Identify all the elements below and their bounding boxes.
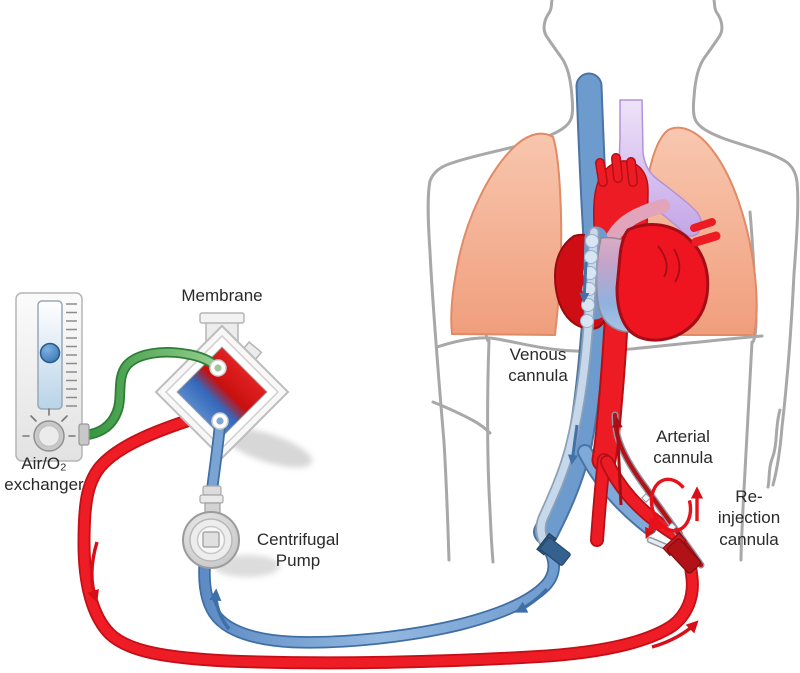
venous-flow-arrow-upper (579, 261, 590, 304)
heart (553, 218, 721, 342)
blue-flow-arrow-to-pump (209, 588, 231, 631)
red-tube-fill (79, 413, 698, 668)
pump-hub (202, 531, 220, 548)
label-venous-cannula: Venous cannula (508, 345, 568, 386)
label-reinjection-cannula: Re-injection cannula (717, 487, 781, 549)
membrane-shadow (224, 428, 312, 468)
membrane-gas-port-lumen (214, 364, 222, 372)
iliac-vein-right-fill (579, 446, 655, 533)
venous-flow-arrows (567, 261, 590, 466)
arch-branches-fill (596, 154, 637, 186)
inferior-vena-cava (533, 287, 657, 545)
label-centrifugal-pump: Centrifugal Pump (256, 530, 340, 571)
flow-scale-ticks (66, 303, 77, 407)
red-flow-arrow-left-down (87, 541, 99, 603)
red-flow-arrow-right-up (651, 620, 699, 649)
membrane-bracket (199, 312, 263, 362)
dial-knob-inner (37, 424, 61, 448)
membrane-ports (209, 359, 229, 430)
cannula-marker-upper (641, 493, 651, 503)
left-ventricle (615, 223, 710, 342)
venous-connector (536, 532, 571, 566)
body-outline-right (691, 0, 800, 487)
flow-slider-knob (39, 342, 61, 364)
coronary-lines (657, 245, 681, 283)
label-membrane: Membrane (181, 286, 263, 305)
circuit-flow-arrows (87, 541, 699, 649)
blue-tube-fill (199, 543, 559, 647)
pulmonary-veins-stubs (690, 218, 721, 247)
venous-cannula-drainage-holes (580, 234, 599, 328)
dial-rays (22, 408, 76, 437)
oxygen-tube (74, 347, 223, 442)
blood-circuit-red-tube (77, 411, 699, 670)
circulation-arrowhead (648, 517, 663, 532)
air-o2-exchanger-device (15, 292, 90, 462)
exchanger-outlet-port (78, 423, 90, 446)
body-abdomen-right (739, 340, 754, 562)
body-abdomen-left (486, 339, 495, 564)
membrane-pump-fill (207, 419, 225, 495)
reinjection-circulation-symbol (648, 477, 704, 533)
lung-left (450, 132, 563, 337)
membrane-oxygenator (154, 312, 312, 468)
ivc-fill (535, 289, 607, 543)
label-air-o2-exchanger: Air/O₂ exchanger (4, 454, 84, 495)
iliac-artery-left-fill (591, 454, 610, 546)
label-arterial-cannula: Arterial cannula (653, 427, 713, 468)
pump-inlet-clamp (199, 485, 224, 515)
oxygen-tube-fill (76, 348, 221, 440)
arterial-connector (662, 532, 702, 574)
blood-circuit-blue-tube (198, 541, 560, 649)
arterial-flow-arrow-in-aorta (611, 416, 623, 506)
membrane-blood-port-lumen (216, 417, 224, 425)
blue-flow-arrow-mid (514, 587, 549, 613)
centrifugal-pump-device (182, 485, 280, 577)
membrane-core (176, 346, 268, 438)
body-forearm-right (766, 408, 782, 489)
membrane-to-pump-tube (206, 418, 226, 496)
body-hand-left (431, 400, 492, 435)
venous-flow-arrow-lower (567, 424, 579, 466)
